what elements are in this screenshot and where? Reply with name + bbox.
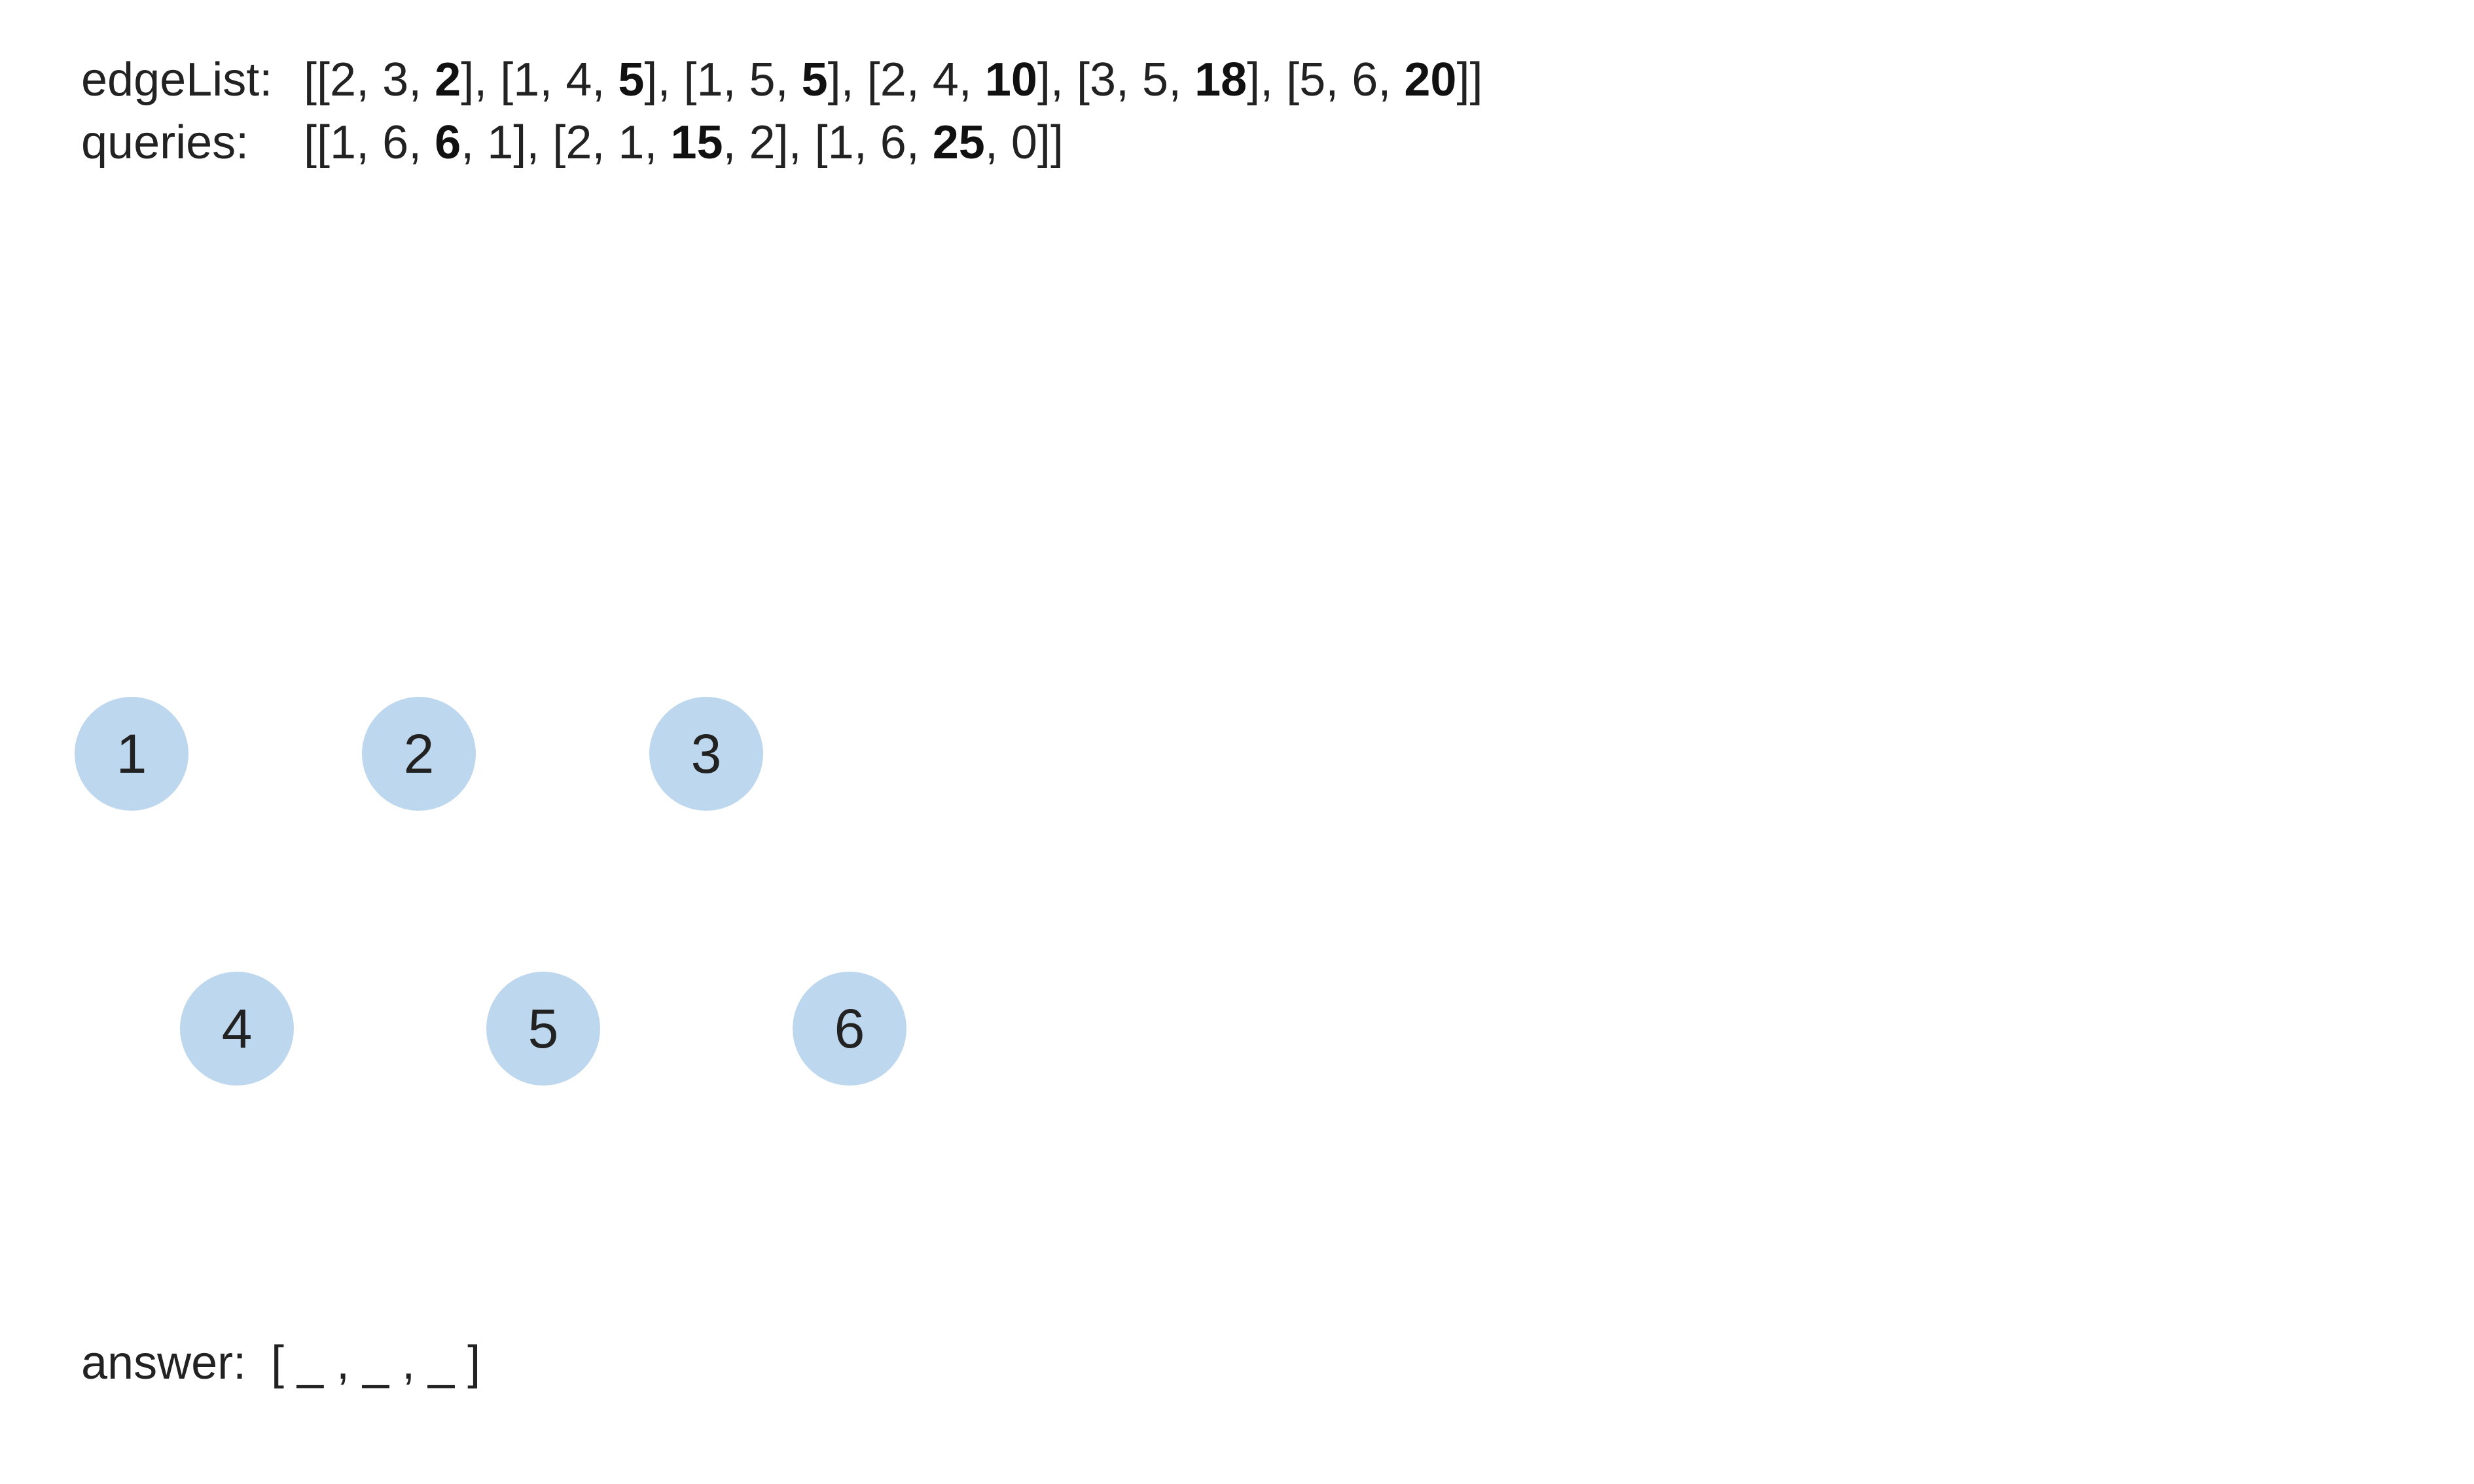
queries-value: [[1, 6, 6, 1], [2, 1, 15, 2], [1, 6, 25,… bbox=[304, 116, 1064, 169]
edge-item: [1, 5, 5] bbox=[683, 54, 841, 106]
edge-item: [2, 3, 2] bbox=[317, 54, 475, 106]
edge-weight: 5 bbox=[801, 54, 828, 106]
query-item: [1, 6, 6, 1] bbox=[317, 116, 527, 169]
answer-value: [ _ , _ , _ ] bbox=[271, 1337, 481, 1389]
edge-list-value: [[2, 3, 2], [1, 4, 5], [1, 5, 5], [2, 4,… bbox=[304, 54, 1483, 106]
edge-weight: 20 bbox=[1404, 54, 1457, 106]
graph-node-4: 4 bbox=[180, 972, 294, 1086]
edge-item: [2, 4, 10] bbox=[867, 54, 1050, 106]
edge-item: [3, 5, 18] bbox=[1076, 54, 1261, 106]
edge-item: [5, 6, 20] bbox=[1286, 54, 1470, 106]
edge-weight: 5 bbox=[618, 54, 645, 106]
edge-weight: 10 bbox=[984, 54, 1037, 106]
answer-label: answer: bbox=[81, 1337, 247, 1389]
edge-weight: 18 bbox=[1194, 54, 1247, 106]
graph-node-1: 1 bbox=[75, 697, 188, 811]
edge-list-label: edgeList: bbox=[81, 54, 273, 106]
edge-weight: 2 bbox=[435, 54, 461, 106]
query-item: [2, 1, 15, 2] bbox=[552, 116, 789, 169]
edge-item: [1, 4, 5] bbox=[500, 54, 658, 106]
query-limit: 6 bbox=[435, 116, 461, 169]
graph-node-6: 6 bbox=[793, 972, 906, 1086]
graph-node-2: 2 bbox=[362, 697, 476, 811]
queries-label: queries: bbox=[81, 116, 249, 169]
query-limit: 25 bbox=[932, 116, 985, 169]
graph-node-3: 3 bbox=[649, 697, 763, 811]
query-limit: 15 bbox=[670, 116, 723, 169]
query-item: [1, 6, 25, 0] bbox=[814, 116, 1050, 169]
graph-node-5: 5 bbox=[486, 972, 600, 1086]
